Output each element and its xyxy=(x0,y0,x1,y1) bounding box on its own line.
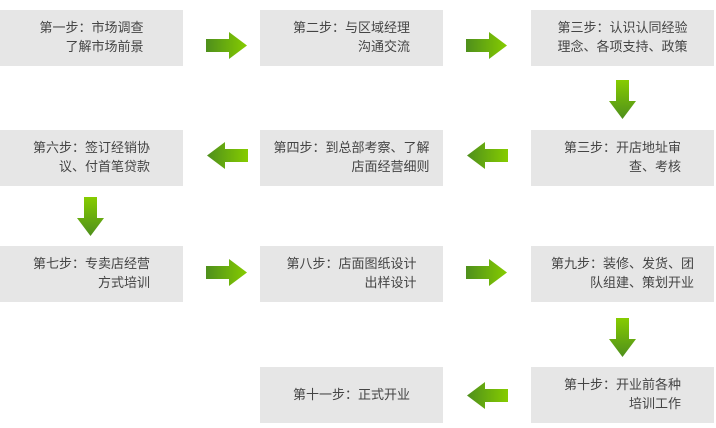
step-7-line1: 第七步：专卖店经营 xyxy=(32,257,150,272)
step-1-line1: 第一步：市场调查 xyxy=(39,21,144,36)
step-3b-line2: 查、考核 xyxy=(628,160,681,175)
arrow-left-icon xyxy=(467,382,508,409)
arrow-right-icon xyxy=(206,259,247,286)
arrow-right-icon xyxy=(466,259,507,286)
step-6-line1: 第六步：签订经销协 xyxy=(32,141,150,156)
arrow-right-icon xyxy=(466,32,507,59)
step-8-line2: 出样设计 xyxy=(364,276,417,291)
step-9-box: 第九步：装修、发货、团队组建、策划开业 xyxy=(531,246,714,302)
step-3b-line1: 第三步：开店地址审 xyxy=(563,141,681,156)
step-7-box: 第七步：专卖店经营方式培训 xyxy=(0,246,183,302)
step-9-line1: 第九步：装修、发货、团 xyxy=(550,257,694,272)
step-8-box: 第八步：店面图纸设计出样设计 xyxy=(260,246,443,302)
step-1-box: 第一步：市场调查了解市场前景 xyxy=(0,10,183,66)
arrow-right-icon xyxy=(206,32,247,59)
step-4-line2: 店面经营细则 xyxy=(351,160,430,175)
step-4-line1: 第四步：到总部考察、了解 xyxy=(273,141,430,156)
step-3-line1: 第三步：认识认同经验 xyxy=(557,21,688,36)
step-2-box: 第二步：与区域经理沟通交流 xyxy=(260,10,443,66)
step-9-line2: 队组建、策划开业 xyxy=(589,276,694,291)
step-8-line1: 第八步：店面图纸设计 xyxy=(286,257,417,272)
arrow-left-icon xyxy=(207,142,248,169)
step-2-line2: 沟通交流 xyxy=(357,40,410,55)
step-6-line2: 议、付首笔贷款 xyxy=(58,160,150,175)
step-7-line2: 方式培训 xyxy=(97,276,150,291)
step-3b-box: 第三步：开店地址审查、考核 xyxy=(531,130,714,186)
arrow-down-icon xyxy=(77,197,104,236)
arrow-left-icon xyxy=(467,142,508,169)
step-11-line1: 第十一步：正式开业 xyxy=(292,387,410,403)
step-11-box: 第十一步：正式开业 xyxy=(260,367,443,423)
step-4-box: 第四步：到总部考察、了解店面经营细则 xyxy=(260,130,443,186)
step-10-line2: 培训工作 xyxy=(628,397,681,412)
step-6-box: 第六步：签订经销协议、付首笔贷款 xyxy=(0,130,183,186)
step-10-line1: 第十步：开业前各种 xyxy=(563,378,681,393)
step-2-line1: 第二步：与区域经理 xyxy=(292,21,410,36)
step-1-line2: 了解市场前景 xyxy=(65,40,144,55)
step-10-box: 第十步：开业前各种培训工作 xyxy=(531,367,714,423)
arrow-down-icon xyxy=(609,318,636,357)
step-3-box: 第三步：认识认同经验理念、各项支持、政策 xyxy=(531,10,714,66)
arrow-down-icon xyxy=(609,80,636,119)
step-3-line2: 理念、各项支持、政策 xyxy=(557,40,688,55)
